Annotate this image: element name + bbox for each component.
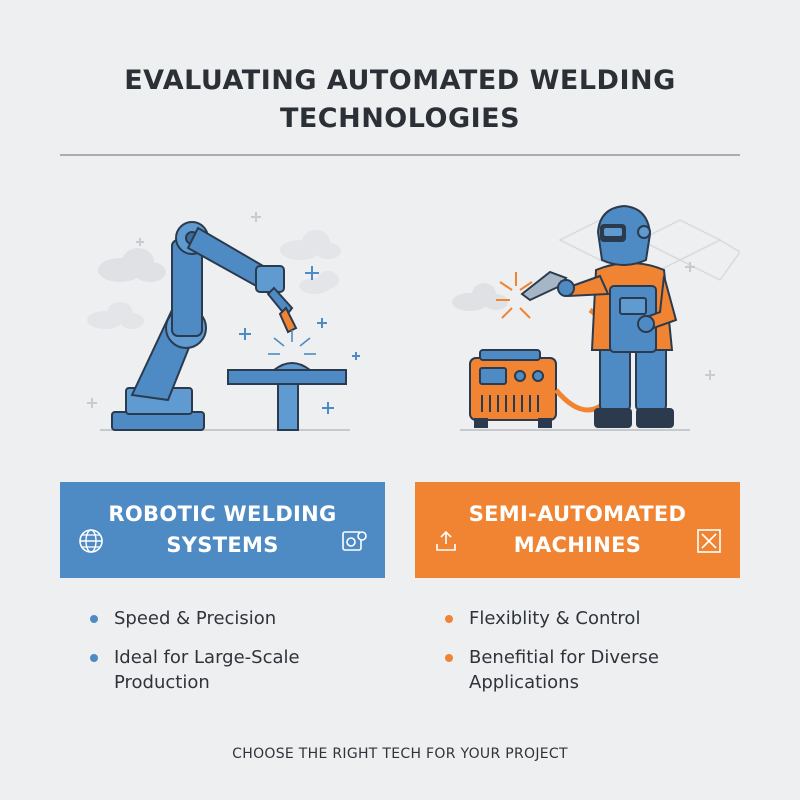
upload-icon [436, 530, 456, 551]
cloud-icon [299, 271, 339, 294]
list-item-text: Flexiblity & Control [469, 608, 641, 629]
semi-automated-benefits-list: Flexiblity & Control Benefitial for Dive… [445, 606, 745, 709]
bullet-dot [90, 615, 98, 623]
robotic-benefits-list: Speed & Precision Ideal for Large-Scale … [90, 606, 390, 709]
list-item-text: Ideal for Large-Scale Production [114, 647, 300, 693]
spark-icon [496, 272, 533, 319]
list-item-text: Benefitial for Diverse Applications [469, 647, 659, 693]
globe-icon [79, 529, 103, 553]
spark-icon [268, 330, 316, 355]
bullet-dot [90, 654, 98, 662]
robotic-welding-banner: ROBOTIC WELDING SYSTEMS [60, 482, 385, 578]
list-item: Ideal for Large-Scale Production [90, 645, 390, 695]
banner-title-line-1: ROBOTIC WELDING [108, 502, 337, 526]
cloud-icon [280, 230, 341, 260]
list-item-text: Speed & Precision [114, 608, 277, 629]
semi-automated-banner: SEMI-AUTOMATED MACHINES [415, 482, 740, 578]
title-divider [60, 154, 740, 156]
cloud-icon [98, 248, 166, 282]
close-box-icon [697, 529, 721, 553]
welder-illustration [440, 190, 742, 440]
settings-icon [342, 531, 367, 551]
robotic-arm-illustration [60, 190, 360, 440]
sparkle-icon [239, 266, 360, 414]
banner-title-line-2: SYSTEMS [166, 533, 279, 557]
list-item: Flexiblity & Control [445, 606, 745, 631]
list-item: Benefitial for Diverse Applications [445, 645, 745, 695]
bullet-dot [445, 654, 453, 662]
banner-title-line-1: SEMI-AUTOMATED [468, 502, 687, 526]
list-item: Speed & Precision [90, 606, 390, 631]
cloud-icon [87, 302, 144, 329]
title-line-1: EVALUATING AUTOMATED WELDING [124, 65, 676, 96]
bullet-dot [445, 615, 453, 623]
page-title: EVALUATING AUTOMATED WELDING TECHNOLOGIE… [0, 62, 800, 138]
footer-tagline: CHOOSE THE RIGHT TECH FOR YOUR PROJECT [232, 746, 568, 762]
banner-title-line-2: MACHINES [513, 533, 642, 557]
cloud-icon [452, 283, 508, 311]
title-line-2: TECHNOLOGIES [279, 103, 521, 134]
